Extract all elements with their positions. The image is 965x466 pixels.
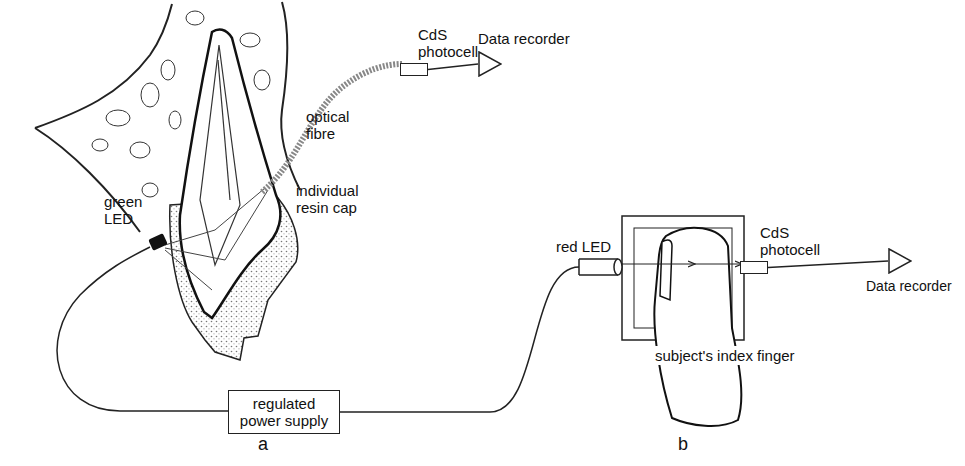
panel-letter: b: [678, 436, 698, 453]
part-label: individual resin cap: [296, 182, 382, 216]
photocell-symbol: [400, 63, 428, 76]
photocell-box: CdS photocell: [740, 224, 825, 274]
wire: [428, 64, 478, 70]
light-path: [622, 264, 695, 265]
wire: [340, 267, 579, 412]
node-text: red LED: [554, 238, 624, 255]
part-label: subject's index finger: [652, 346, 798, 365]
node-text: Data recorder: [866, 278, 961, 295]
data-recorder: Data recorder: [476, 30, 576, 77]
red-led: red LED: [554, 238, 624, 277]
photocell-box: CdS photocell: [400, 26, 485, 76]
data-recorder: Data recorder: [866, 248, 961, 295]
light-rays: [165, 188, 268, 290]
optical-fibre: [262, 64, 402, 192]
node-text: Data recorder: [476, 30, 576, 47]
recorder-symbol: [888, 248, 912, 274]
photocell-symbol: [740, 261, 768, 274]
pulp: [200, 45, 240, 265]
led-wire: [57, 247, 228, 411]
power-supply-box: regulated power supply: [228, 390, 340, 434]
finger-nail: [660, 240, 672, 300]
green-led: [148, 233, 168, 251]
node-text: regulated power supply: [237, 395, 331, 429]
led-symbol: [578, 257, 624, 277]
part-label: green LED: [104, 193, 158, 227]
light-path: [695, 264, 742, 265]
node-text: CdS photocell: [740, 224, 825, 258]
wire: [768, 261, 888, 268]
index-finger: [654, 228, 741, 426]
part-label: optical fibre: [306, 108, 378, 142]
panel-letter: a: [258, 436, 278, 453]
tooth: [180, 30, 281, 318]
recorder-symbol: [478, 51, 502, 77]
node-text: CdS photocell: [400, 26, 485, 60]
